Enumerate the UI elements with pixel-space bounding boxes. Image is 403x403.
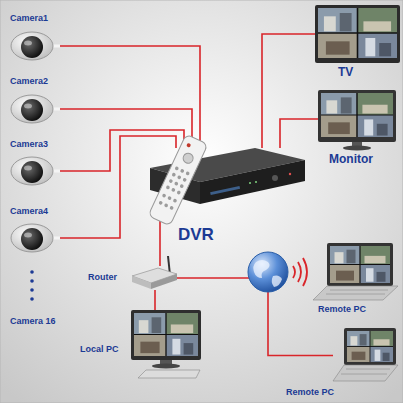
router-icon (132, 256, 177, 289)
dome-camera (11, 157, 60, 185)
pc-keyboard (138, 370, 200, 378)
cable-line (154, 290, 156, 310)
camera-mount (11, 95, 53, 123)
device-label: Camera1 (10, 13, 48, 23)
continent (253, 260, 269, 278)
laptop-node: Remote PC (313, 243, 398, 301)
laptop-base (333, 365, 398, 381)
laptop-screen (347, 331, 393, 362)
dvr-node: DVR (145, 148, 305, 204)
dome-camera (11, 224, 60, 252)
monitor-node: Monitor (318, 90, 396, 148)
device-label: Remote PC (318, 304, 366, 314)
dvr-display (210, 186, 240, 195)
router-side (132, 276, 151, 289)
tv-screen (318, 8, 397, 58)
camera-dome (21, 228, 43, 250)
laptop-keys (341, 369, 390, 374)
cable-line (60, 109, 192, 148)
device-label: Router (88, 272, 117, 282)
remote-keypad (158, 166, 190, 210)
tv-frame (315, 5, 400, 63)
dot (30, 279, 34, 283)
globe (248, 252, 288, 292)
monitor-icon (318, 90, 396, 151)
dome-highlight (24, 41, 32, 46)
pc-node: Local PC (128, 310, 203, 378)
camera-mount (11, 157, 53, 185)
dome-camera (11, 95, 60, 123)
laptop-icon (333, 328, 398, 381)
dot (30, 288, 34, 292)
dvr-front (200, 160, 305, 204)
dome-highlight (24, 166, 32, 171)
remote-button (181, 152, 194, 165)
dot (30, 270, 34, 274)
laptop-node: Remote PC (333, 328, 398, 383)
cable-line (262, 34, 315, 148)
laptop-lid (327, 243, 393, 286)
pc-monitor-frame (131, 310, 201, 360)
camera-dome (21, 36, 43, 58)
camera-mount (11, 224, 53, 252)
cable-line (280, 119, 318, 148)
dome-highlight (24, 233, 32, 238)
camera-mount (11, 32, 53, 60)
remote-button (186, 143, 191, 148)
monitor-frame (318, 90, 396, 142)
camera-dome (21, 161, 43, 183)
monitor-base (343, 146, 371, 151)
router-node: Router (132, 266, 177, 290)
dvr-led (289, 173, 291, 175)
device-label: TV (338, 66, 353, 80)
router-front (151, 274, 177, 289)
device-label: Remote PC (286, 387, 334, 397)
camera-node: Camera3 (10, 155, 60, 187)
device-label: Camera4 (10, 206, 48, 216)
camera-node: Camera4 (10, 222, 60, 254)
camera-node: Camera1 (10, 30, 60, 62)
camera-dome (21, 99, 43, 121)
device-label: Monitor (329, 153, 373, 167)
cable-line (60, 46, 200, 148)
tv-icon (315, 5, 400, 63)
camera-node: Camera2 (10, 93, 60, 125)
dome-highlight (24, 104, 32, 109)
laptop-screen (330, 246, 390, 283)
device-label: Camera2 (10, 76, 48, 86)
dvr-led (255, 181, 257, 183)
dome-camera (11, 32, 60, 60)
laptop-lid (344, 328, 396, 365)
device-label: Local PC (80, 344, 119, 354)
tv-node: TV (315, 5, 400, 63)
pc-screen (134, 313, 198, 356)
continent (272, 275, 282, 287)
remote-control (148, 134, 208, 226)
laptop-base (313, 286, 398, 300)
dot (30, 297, 34, 301)
globe-icon (248, 252, 288, 292)
laptop-icon (313, 243, 398, 300)
dvr-knob (272, 175, 278, 181)
monitor-screen (321, 93, 393, 137)
local-pc-icon (131, 310, 201, 378)
device-label: DVR (178, 225, 214, 245)
wireless-waves (293, 258, 307, 286)
remote-body (148, 134, 208, 226)
ellipsis-dots (30, 270, 34, 301)
pc-base (152, 364, 180, 369)
laptop-keys (326, 290, 388, 294)
device-label: Camera 16 (10, 316, 56, 326)
device-label: Camera3 (10, 139, 48, 149)
dvr-led (249, 182, 251, 184)
